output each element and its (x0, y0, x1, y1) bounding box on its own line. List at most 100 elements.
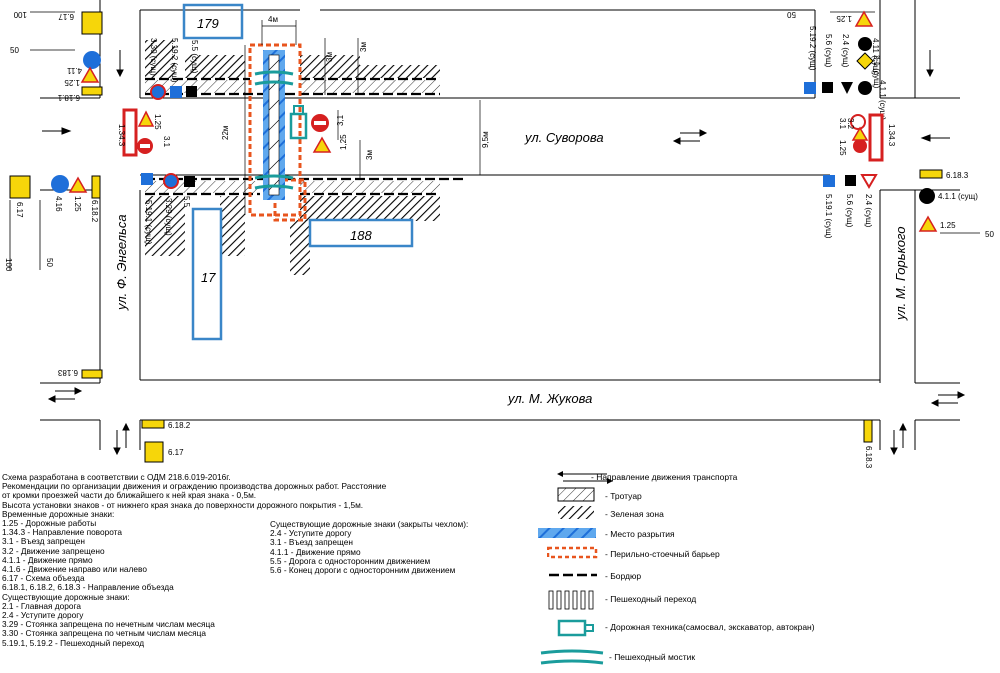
svg-text:3.1: 3.1 (162, 136, 171, 148)
notes-block: Схема разработана в соответствии с ОДМ 2… (2, 472, 386, 648)
green-zones (145, 40, 440, 275)
one-way-end-sign-icon (845, 175, 856, 186)
note-line: 5.6 - Конец дороги с односторонним движе… (270, 565, 456, 576)
no-entry-sign-icon (853, 139, 867, 153)
note-line: 3.2 - Движение запрещено (2, 545, 105, 556)
dim-3m-b: 3м (359, 42, 368, 52)
svg-text:6.18.2: 6.18.2 (90, 200, 99, 223)
roadworks-sign-icon (918, 215, 938, 232)
pedestrian-bridge-icon (540, 649, 604, 665)
crosswalk-icon (548, 590, 594, 610)
svg-text:50: 50 (10, 46, 19, 55)
straight-arrow-sign-icon (83, 51, 101, 69)
legend-pedestrian-bridge: - Пешеходный мостик (535, 648, 835, 668)
street-zhukova: ул. М. Жукова (507, 391, 592, 406)
svg-text:6.17: 6.17 (58, 12, 74, 21)
dim-3-1: 3,1 (336, 114, 345, 126)
svg-text:1.34.3: 1.34.3 (117, 124, 126, 147)
dim-1-25: 1,25 (339, 134, 348, 150)
detour-direction-sign-icon (91, 175, 101, 199)
svg-text:4.11: 4.11 (66, 66, 82, 75)
pedestrian-crossing-sign-icon (141, 173, 153, 185)
building-179: 179 (197, 16, 219, 31)
straight-arrow-sign-icon (858, 37, 872, 51)
roadworks-sign-icon (68, 176, 88, 193)
detour-direction-sign-icon (81, 86, 103, 96)
one-way-sign-icon (186, 86, 197, 97)
svg-text:1.25: 1.25 (836, 14, 852, 23)
no-parking-sign-icon (150, 84, 166, 100)
svg-text:6.183: 6.183 (57, 368, 78, 377)
svg-text:6.17: 6.17 (168, 448, 184, 457)
dim-9-5m: 9,5м (481, 131, 490, 148)
svg-text:4.11 (сущ): 4.11 (сущ) (871, 38, 880, 75)
curb-icon (549, 573, 597, 577)
svg-text:5.19.1 (сущ): 5.19.1 (сущ) (824, 194, 833, 239)
legend-green-zone: - Зеленая зона (535, 505, 835, 525)
legend-road-machinery: - Дорожная техника(самосвал, экскаватор,… (535, 618, 835, 638)
svg-text:5.6 (сущ): 5.6 (сущ) (845, 194, 854, 228)
note-line: 3.1 - Въезд запрещен (2, 536, 85, 547)
dimension-lines (244, 20, 481, 215)
turn-arrows-sign-icon (51, 175, 69, 193)
svg-text:1.25: 1.25 (73, 196, 82, 212)
right-signs: 1.25 4.11 (сущ) 2.1 (сущ) 5.19.2 (сущ) 5… (141, 10, 978, 469)
svg-text:4.1.1 (сущ): 4.1.1 (сущ) (878, 80, 887, 120)
svg-text:2.1 (сущ): 2.1 (сущ) (872, 55, 881, 89)
pedestrian-crossing-sign-icon (823, 175, 835, 187)
dim-3m-c: 3м (365, 150, 374, 160)
sidewalks (145, 80, 440, 193)
svg-text:1.25: 1.25 (64, 78, 80, 87)
no-parking-sign-icon (163, 173, 179, 189)
note-line: Существующие дорожные знаки: (2, 591, 130, 602)
svg-text:1.25: 1.25 (838, 140, 847, 156)
dim-22m: 22м (221, 126, 230, 140)
green-zone-icon (558, 506, 594, 519)
svg-text:1.25: 1.25 (153, 114, 162, 130)
note-line: от кромки проезжей части до ближайшего к… (2, 490, 257, 501)
note-line: 2.1 - Главная дорога (2, 600, 81, 611)
note-line: 3.1 - Въезд запрещен (270, 537, 353, 548)
note-line: Схема разработана в соответствии с ОДМ 2… (2, 472, 231, 482)
detour-scheme-sign-icon (144, 441, 164, 463)
note-line: 6.17 - Схема объезда (2, 573, 85, 584)
detour-direction-sign-icon (81, 369, 103, 379)
roadworks-sign-icon (854, 10, 874, 27)
building-17: 17 (201, 270, 216, 285)
note-line: 3.29 - Стоянка запрещена по нечетным чис… (2, 619, 215, 630)
pedestrian-crossing-sign-icon (170, 86, 182, 98)
note-line: Высота установки знаков - от нижнего кра… (2, 499, 364, 510)
work-zone-signs (311, 114, 332, 153)
traffic-arrows (42, 50, 966, 456)
svg-text:4.1.1 (сущ): 4.1.1 (сущ) (938, 192, 978, 201)
note-line: 4.1.1 - Движение прямо (270, 546, 361, 557)
note-line: Существующие дорожные знаки (закрыты чех… (270, 519, 469, 529)
sidewalk-icon (557, 487, 595, 502)
note-line: Временные дорожные знаки: (2, 508, 115, 519)
excavation-icon (538, 528, 596, 538)
roadworks-sign-icon (312, 136, 332, 153)
existing-notes-block: Существующие дорожные знаки (закрыты чех… (270, 519, 469, 576)
yield-sign-icon (860, 174, 878, 189)
svg-text:5.5: 5.5 (182, 196, 191, 208)
legend-excavation: - Место разрытия (535, 525, 835, 545)
yield-sign-icon (841, 82, 853, 94)
dim-3m-a: 3м (325, 52, 334, 62)
svg-text:6.18.1: 6.18.1 (57, 93, 80, 102)
note-line: 5.19.1, 5.19.2 - Пешеходный переход (2, 637, 145, 648)
svg-text:1.25: 1.25 (940, 221, 956, 230)
legend-curb: - Бордюр (535, 567, 835, 587)
legend-traffic-direction: - Направление движения транспорта (535, 468, 835, 488)
note-line: 1.25 - Дорожные работы (2, 518, 97, 529)
svg-text:6.17: 6.17 (15, 202, 24, 218)
svg-text:5.19.2 (сущ): 5.19.2 (сущ) (170, 38, 179, 83)
note-line: 3.30 - Стоянка запрещена по четным числа… (2, 628, 206, 639)
one-way-end-sign-icon (822, 82, 833, 93)
traffic-direction-icon (557, 471, 613, 484)
turn-direction-sign-icon (122, 108, 138, 157)
road-outlines (40, 0, 960, 450)
straight-arrow-sign-icon (919, 188, 935, 204)
svg-text:5.19.2 (сущ): 5.19.2 (сущ) (808, 26, 817, 71)
dim-4m: 4м (268, 15, 278, 24)
